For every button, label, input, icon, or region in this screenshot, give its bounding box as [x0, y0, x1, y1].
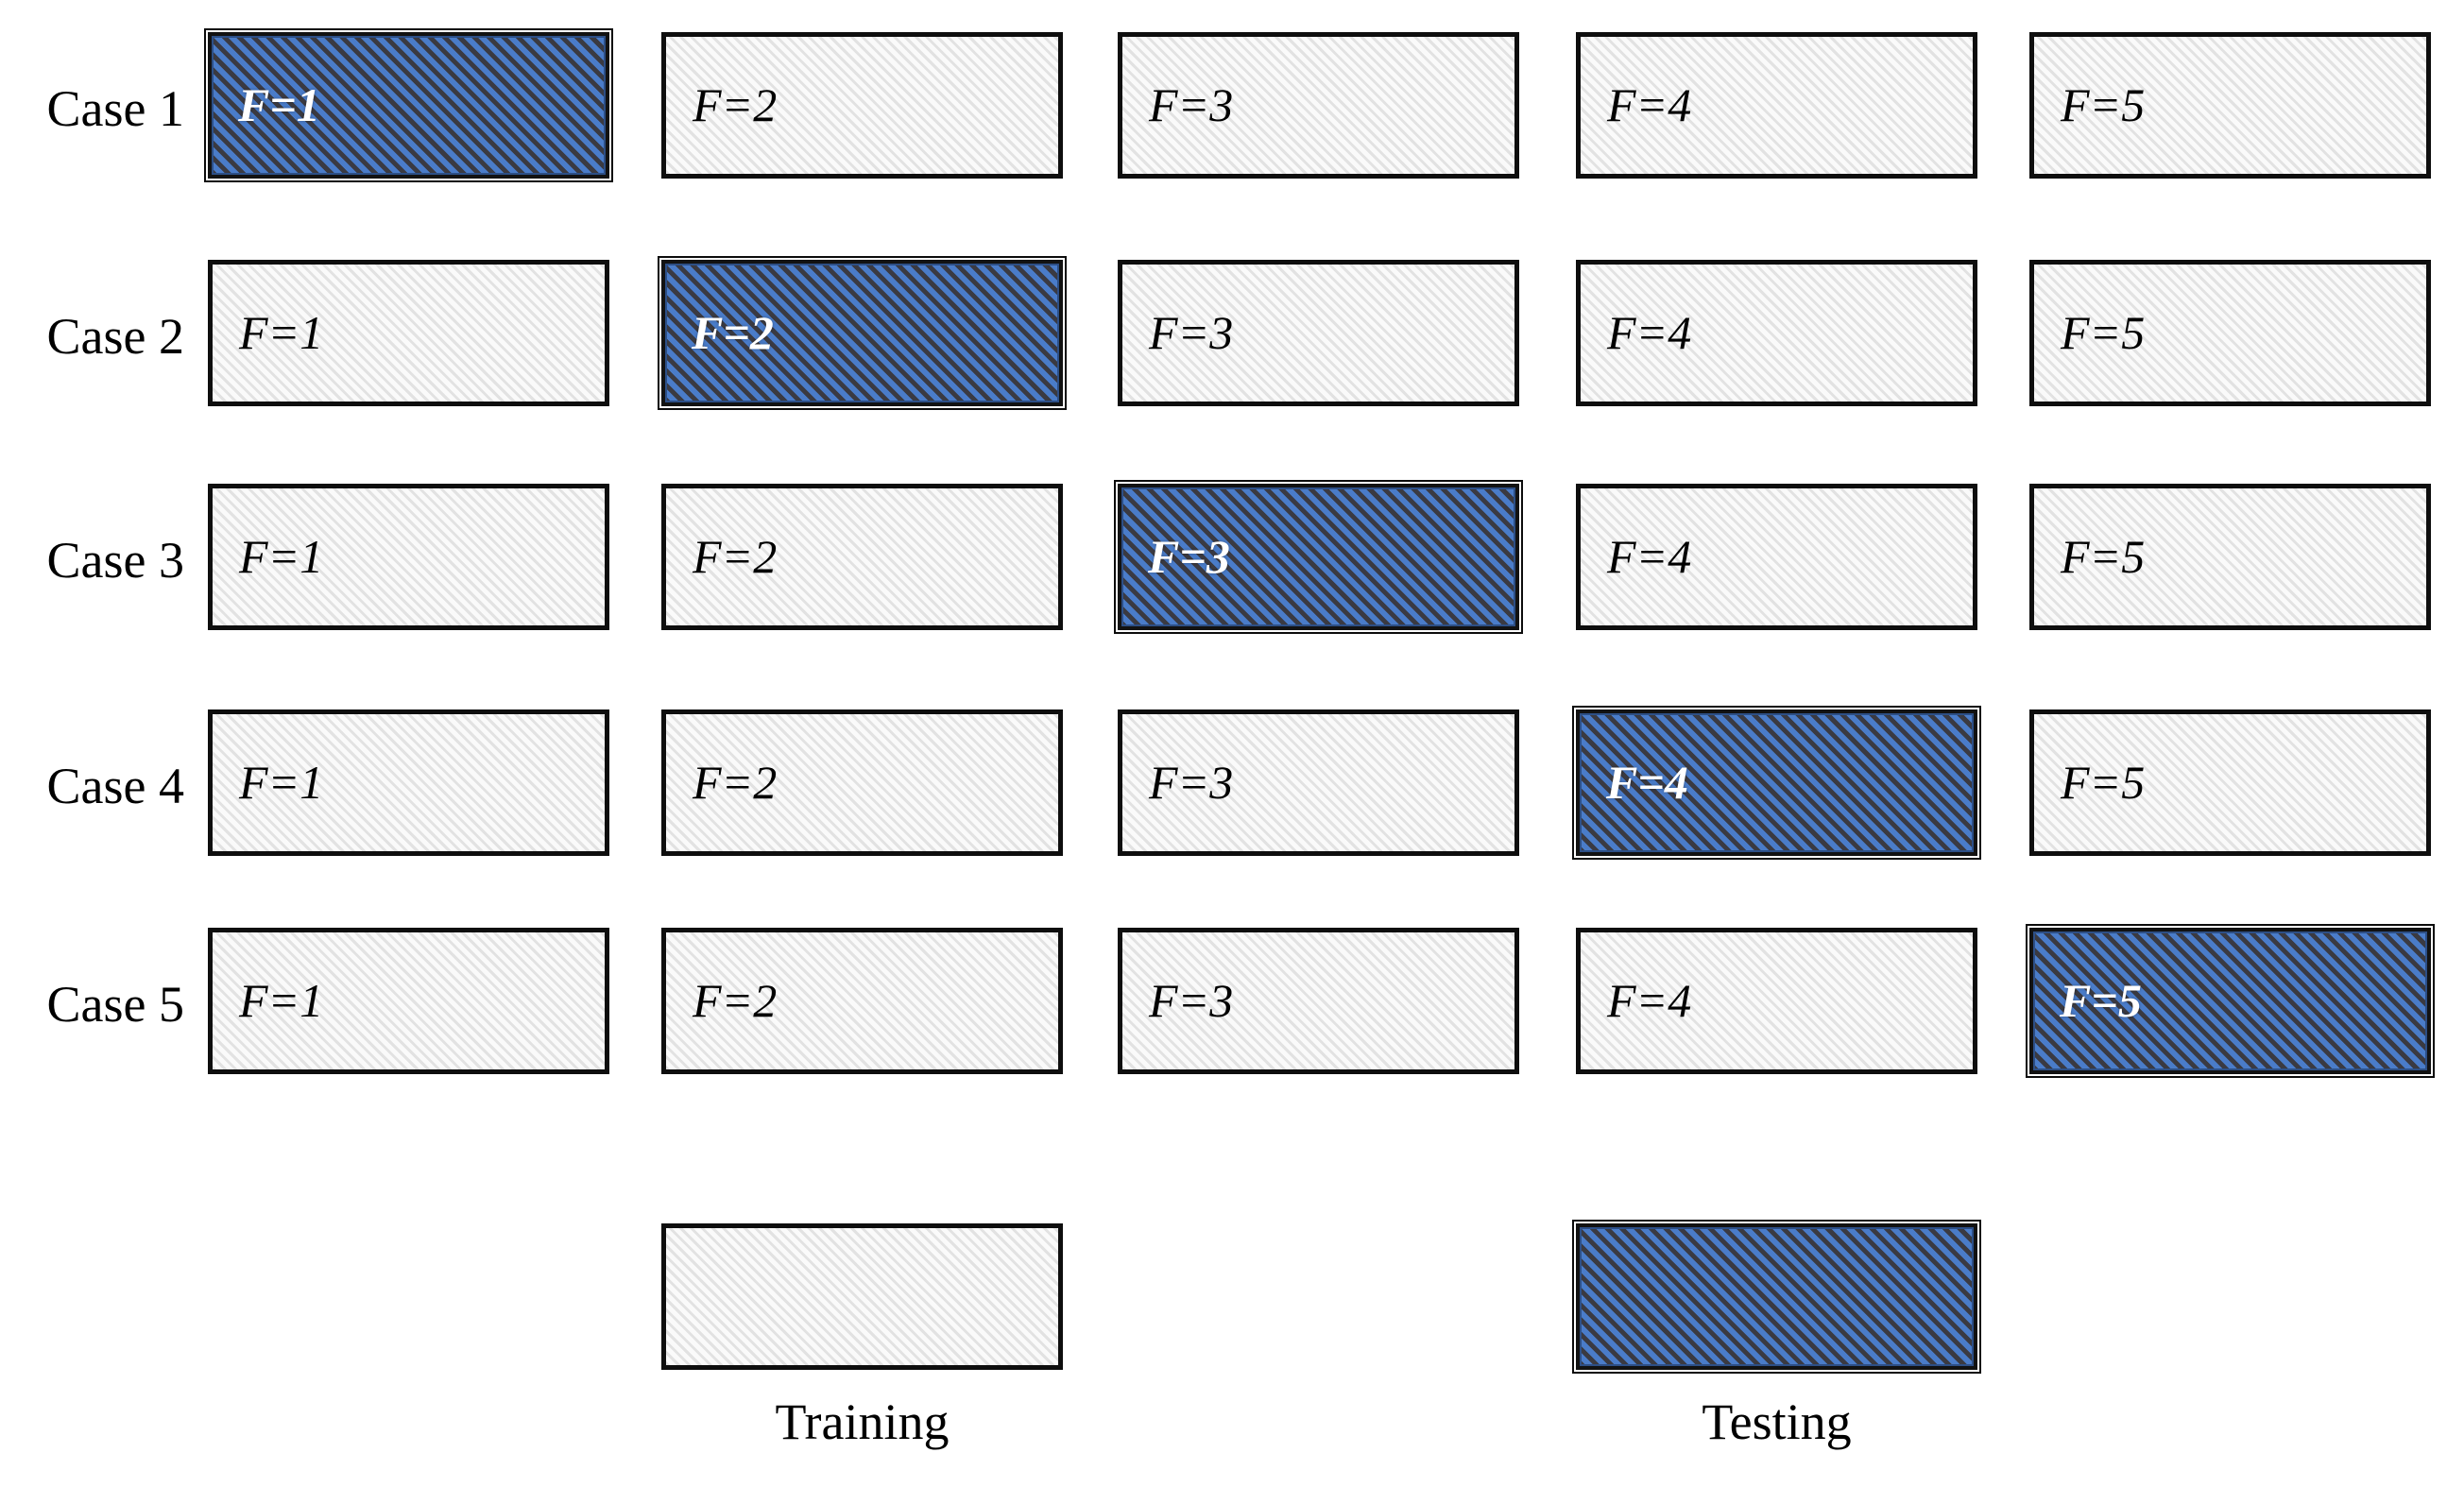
fold-label: F=3: [1149, 973, 1234, 1027]
fold-box-case4-fold4-testing[interactable]: F=4: [1572, 706, 1981, 860]
fold-box-case1-fold2-training[interactable]: F=2: [661, 32, 1063, 179]
fold-label: F=3: [1149, 77, 1234, 131]
fold-label: F=1: [238, 77, 320, 131]
fold-box-case2-fold5-training[interactable]: F=5: [2029, 260, 2431, 406]
fold-label: F=2: [693, 973, 778, 1027]
fold-label: F=5: [2060, 973, 2142, 1027]
fold-box-case4-fold5-training[interactable]: F=5: [2029, 709, 2431, 856]
fold-label: F=2: [693, 77, 778, 131]
fold-box-case3-fold1-training[interactable]: F=1: [208, 484, 609, 630]
fold-box-case5-fold4-training[interactable]: F=4: [1576, 928, 1977, 1074]
legend-swatch-training: [661, 1223, 1063, 1370]
fold-box-case5-fold2-training[interactable]: F=2: [661, 928, 1063, 1074]
fold-box-case1-fold3-training[interactable]: F=3: [1118, 32, 1519, 179]
fold-label: F=2: [692, 305, 774, 359]
fold-label: F=2: [693, 755, 778, 809]
fold-box-case3-fold2-training[interactable]: F=2: [661, 484, 1063, 630]
fold-label: F=4: [1607, 77, 1692, 131]
fold-box-case3-fold3-testing[interactable]: F=3: [1114, 480, 1523, 634]
fold-label: F=1: [239, 305, 324, 359]
fold-label: F=4: [1607, 305, 1692, 359]
fold-box-case2-fold1-training[interactable]: F=1: [208, 260, 609, 406]
fold-box-case5-fold1-training[interactable]: F=1: [208, 928, 609, 1074]
legend-caption-testing: Testing: [1702, 1393, 1852, 1450]
fold-box-case1-fold4-training[interactable]: F=4: [1576, 32, 1977, 179]
fold-box-case1-fold1-testing[interactable]: F=1: [204, 28, 613, 182]
fold-label: F=5: [2061, 77, 2146, 131]
fold-box-case2-fold3-training[interactable]: F=3: [1118, 260, 1519, 406]
case-row-label-5: Case 5: [46, 976, 184, 1033]
fold-label: F=5: [2061, 755, 2146, 809]
fold-label: F=4: [1606, 755, 1688, 809]
fold-label: F=2: [693, 529, 778, 583]
legend-caption-training: Training: [775, 1393, 950, 1450]
fold-label: F=1: [239, 755, 324, 809]
fold-label: F=4: [1607, 529, 1692, 583]
fold-box-case5-fold3-training[interactable]: F=3: [1118, 928, 1519, 1074]
fold-box-case3-fold4-training[interactable]: F=4: [1576, 484, 1977, 630]
fold-label: F=4: [1607, 973, 1692, 1027]
fold-box-case4-fold3-training[interactable]: F=3: [1118, 709, 1519, 856]
case-row-label-1: Case 1: [46, 80, 184, 137]
fold-box-case5-fold5-testing[interactable]: F=5: [2026, 924, 2435, 1078]
fold-box-case4-fold2-training[interactable]: F=2: [661, 709, 1063, 856]
fold-box-case4-fold1-training[interactable]: F=1: [208, 709, 609, 856]
fold-box-case3-fold5-training[interactable]: F=5: [2029, 484, 2431, 630]
fold-label: F=5: [2061, 529, 2146, 583]
case-row-label-2: Case 2: [46, 308, 184, 365]
fold-box-case1-fold5-training[interactable]: F=5: [2029, 32, 2431, 179]
fold-label: F=5: [2061, 305, 2146, 359]
fold-label: F=1: [239, 973, 324, 1027]
fold-box-case2-fold2-testing[interactable]: F=2: [658, 256, 1067, 410]
fold-label: F=3: [1149, 305, 1234, 359]
fold-label: F=3: [1149, 755, 1234, 809]
legend-swatch-testing: [1572, 1220, 1981, 1374]
fold-box-case2-fold4-training[interactable]: F=4: [1576, 260, 1977, 406]
case-row-label-3: Case 3: [46, 532, 184, 589]
fold-label: F=1: [239, 529, 324, 583]
case-row-label-4: Case 4: [46, 758, 184, 814]
fold-label: F=3: [1148, 529, 1230, 583]
